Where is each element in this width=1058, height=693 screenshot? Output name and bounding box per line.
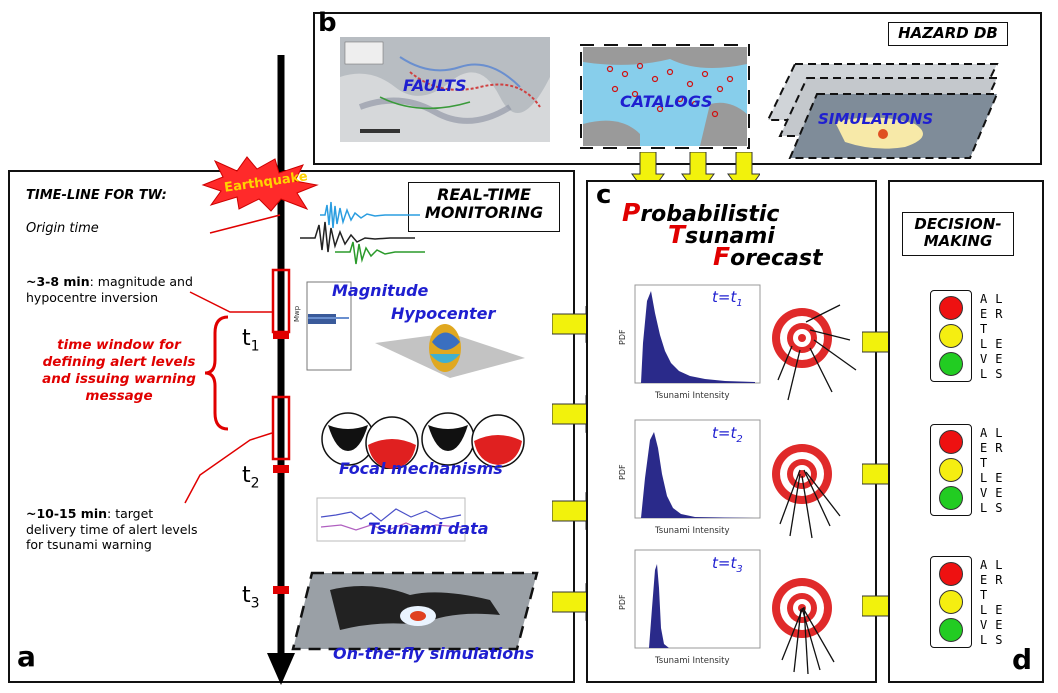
step2-bold: ~10-15 min [26,506,108,521]
beachball-2 [365,416,419,469]
step2-text: ~10-15 min: target delivery time of aler… [26,506,206,553]
seismograms [300,201,425,265]
pdf-t3-label: t=t3 [712,554,743,575]
forecast-title-line-3: Forecast [713,242,823,271]
catalogs-label: CATALOGS [620,92,713,111]
t2-tick [273,465,289,473]
timeline-graphic [184,55,295,685]
alert-levels-3: ALERT LEVELS [980,558,1011,647]
focal-mechanisms [321,412,525,469]
simulations-stack [766,63,999,159]
hazard-db-title: HAZARD DB [888,22,1008,46]
faults-label: FAULTS [403,76,467,95]
t1-tick [273,331,289,339]
yellow-lamp [939,458,963,482]
svg-text:Tsunami Intensity: Tsunami Intensity [654,391,730,401]
hypocenter-label: Hypocenter [391,304,496,323]
faults-map [340,37,550,142]
mw-axis-label: Mwp [293,305,301,322]
yellow-lamp [939,324,963,348]
window-marker-2 [271,395,291,461]
beachball-1 [321,412,375,466]
timeline-heading: TIME-LINE FOR TW: [26,188,167,203]
t3-label: t3 [242,583,260,612]
time-window-text: time window for defining alert levels an… [42,337,196,404]
origin-time: Origin time [26,221,99,236]
forecast-title-line-1: Probabilistic [622,198,780,227]
red-lamp [939,562,963,586]
green-lamp [939,618,963,642]
svg-text:PDF: PDF [618,464,627,480]
svg-text:Tsunami Intensity: Tsunami Intensity [654,526,730,536]
pdf-plot-1: PDF Tsunami Intensity [618,284,761,401]
target-3 [772,578,835,675]
t3-tick [273,586,289,594]
earthquake-burst [201,156,319,212]
hypocenter-plot [375,324,525,378]
panel-label-b: b [318,8,337,38]
beachball-3 [421,412,475,466]
t2-label: t2 [242,463,260,492]
step1-bold: ~3-8 min [26,274,90,289]
panel-label-c: c [596,180,612,210]
step1-text: ~3-8 min: magnitude and hypocentre inver… [26,274,256,305]
beachball-4 [471,414,525,468]
pdf-t2-label: t=t2 [712,424,743,445]
alert-levels-2: ALERT LEVELS [980,426,1011,515]
real-time-monitoring-title: REAL-TIME MONITORING [408,182,560,232]
tsunami-data-label: Tsunami data [368,519,489,538]
on-the-fly-label: On-the-fly simulations [333,644,535,663]
pdf-t1-label: t=t1 [712,288,743,309]
svg-text:PDF: PDF [618,594,627,610]
green-lamp [939,352,963,376]
decision-making-title: DECISION-MAKING [902,212,1014,256]
target-2 [772,444,841,539]
magnitude-label: Magnitude [332,281,429,300]
forecast-title-line-2: Tsunami [668,220,775,249]
step2-rest: : target delivery time of alert levels f… [26,506,198,553]
svg-text:Tsunami Intensity: Tsunami Intensity [654,656,730,666]
alert-levels-1: ALERT LEVELS [980,292,1011,381]
on-the-fly-map [291,571,539,651]
catalogs-map [580,44,750,149]
target-1 [772,304,857,401]
svg-text:PDF: PDF [618,329,627,345]
t1-label: t1 [242,326,260,355]
panel-label-a: a [17,640,36,673]
panel-label-d: d [1012,643,1033,676]
traffic-light-1 [930,290,972,382]
yellow-lamp [939,590,963,614]
simulations-label: SIMULATIONS [818,110,934,128]
pdf-plot-2: PDF Tsunami Intensity [618,419,761,536]
traffic-light-3 [930,556,972,648]
timeline-arrowhead [267,653,295,685]
traffic-light-2 [930,424,972,516]
focal-label: Focal mechanisms [339,459,503,478]
tsunami-data-plot [316,497,466,542]
red-lamp [939,296,963,320]
green-lamp [939,486,963,510]
step1-rest: : magnitude and hypocentre inversion [26,274,193,305]
pdf-plot-3: PDF Tsunami Intensity [618,549,761,666]
red-lamp [939,430,963,454]
magnitude-plot: Mwp [293,281,352,371]
